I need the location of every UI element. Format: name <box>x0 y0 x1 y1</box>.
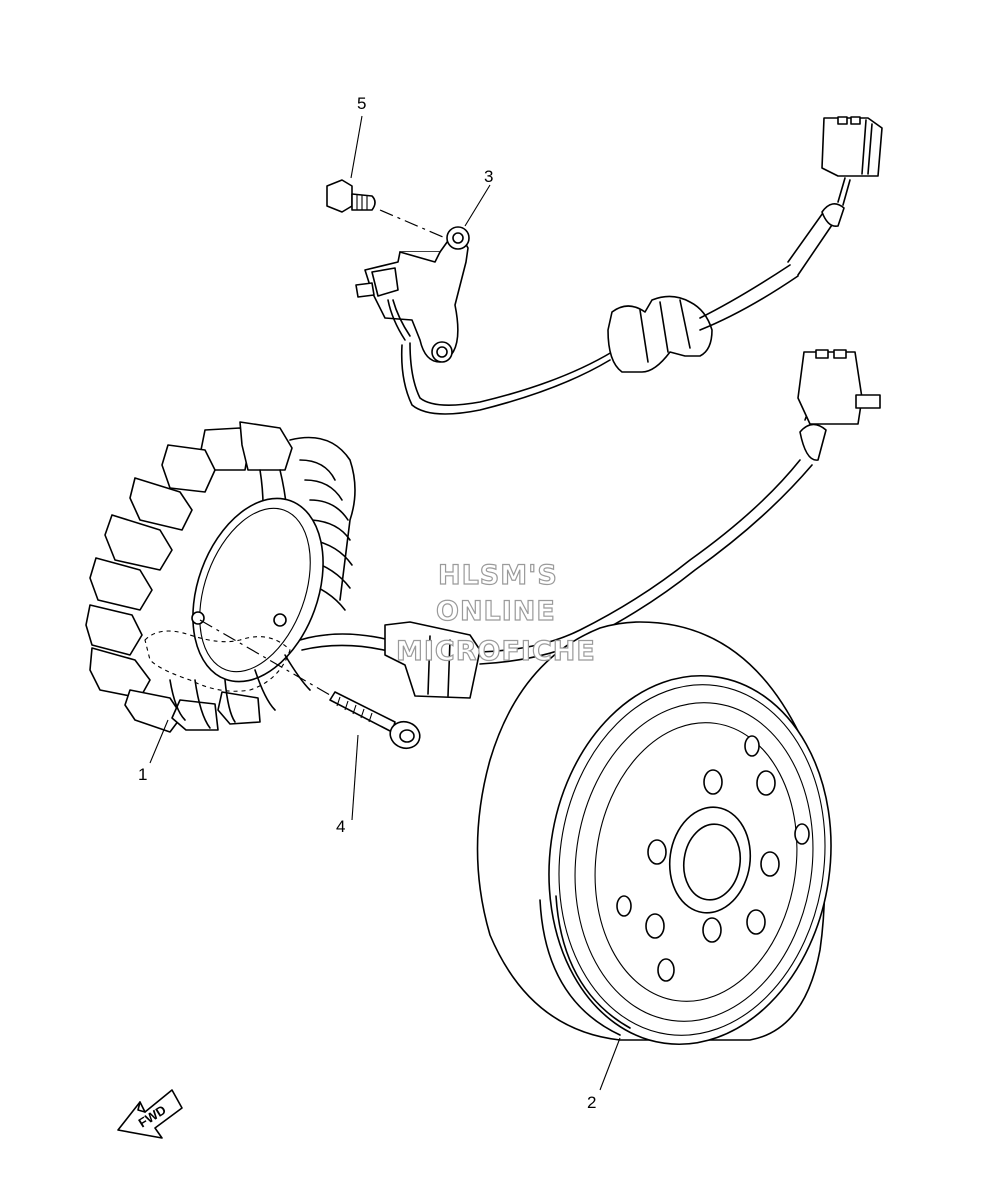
pickup-coil-bolt <box>326 179 376 213</box>
pickup-coil-leader <box>464 184 491 227</box>
stator <box>85 421 356 733</box>
rotor <box>476 621 832 1046</box>
part-number-4: 4 <box>336 817 345 836</box>
watermark-line-2: ONLINE <box>436 596 556 627</box>
watermark-line-1: HLSM'S <box>438 560 558 591</box>
part-number-5: 5 <box>357 94 366 113</box>
pickup-bolt-center-line <box>379 209 451 241</box>
part-number-1: 1 <box>138 765 147 784</box>
stator-bolt-leader <box>351 734 359 821</box>
watermark: HLSM'S ONLINE MICROFICHE <box>395 559 596 667</box>
watermark-line-3: MICROFICHE <box>396 636 596 667</box>
pickup-coil-harness <box>400 116 883 415</box>
part-number-2: 2 <box>587 1093 596 1112</box>
stator-leader <box>149 719 169 764</box>
pickup-coil <box>355 226 470 363</box>
stator-harness <box>299 349 881 699</box>
fwd-arrow-icon: FWD <box>117 1089 183 1139</box>
stator-bolt <box>329 691 421 750</box>
pickup-bolt-leader <box>350 115 363 179</box>
stator-bolt-center-line <box>199 619 331 696</box>
part-number-3: 3 <box>484 167 493 186</box>
rotor-leader <box>599 1037 621 1091</box>
